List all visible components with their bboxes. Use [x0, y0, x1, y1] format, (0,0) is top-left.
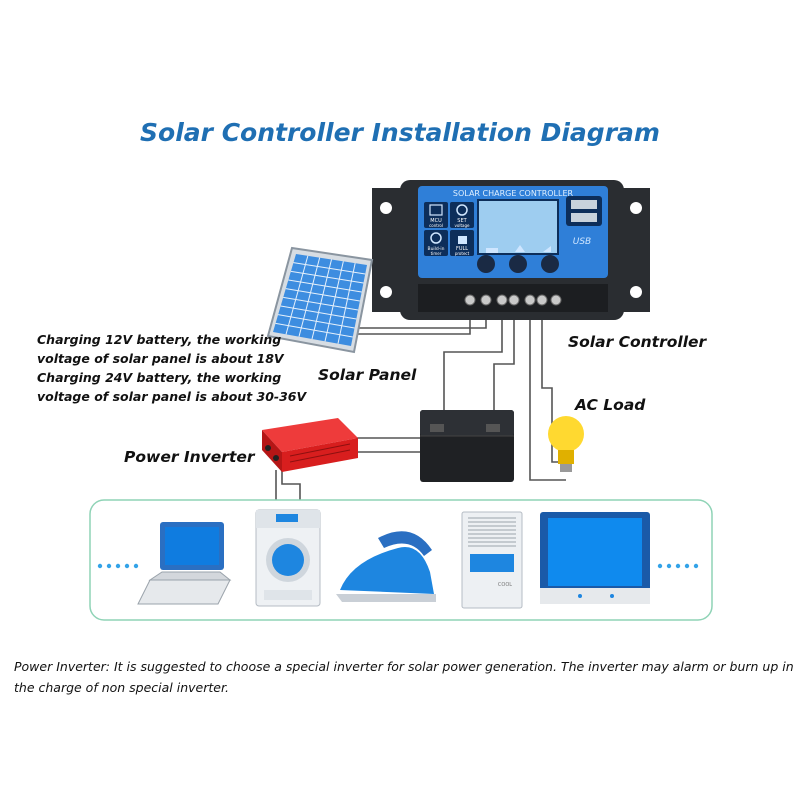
connector-dot [657, 563, 663, 569]
battery-terminal-icon [486, 424, 500, 432]
wiring [275, 300, 566, 504]
tv-screen [548, 518, 642, 586]
battery-terminal-icon [430, 424, 444, 432]
controller-panel-text: SOLAR CHARGE CONTROLLER [453, 189, 574, 198]
charging-note-line: Charging 24V battery, the working [37, 370, 282, 385]
timer-icon [430, 232, 442, 244]
charging-note-line: voltage of solar panel is about 30-36V [37, 389, 307, 404]
laptop [137, 522, 232, 605]
panel-grid-line [280, 305, 357, 320]
solar-controller-label: Solar Controller [568, 333, 707, 351]
usb-port-icon [571, 213, 597, 222]
connector-dot [693, 563, 699, 569]
mount-hole-icon [380, 286, 392, 298]
connector-dot [124, 563, 130, 569]
panel-grid-line [285, 288, 360, 302]
key-label: Build-in [427, 246, 444, 252]
key-label: control [429, 223, 443, 228]
panel-grid-line [311, 259, 332, 340]
dotted-connector-left [97, 563, 139, 569]
key-label: SET [457, 218, 467, 224]
terminal-screw-icon [536, 294, 548, 306]
signal-icon [543, 246, 551, 252]
terminal-screw-icon [550, 294, 562, 306]
panel-grid-line [337, 263, 356, 344]
wire-load-neg [541, 300, 566, 463]
power-inverter-label: Power Inverter [124, 448, 255, 466]
connector-dot [106, 563, 112, 569]
dotted-connector-right [657, 563, 699, 569]
mcu-icon [429, 204, 443, 216]
ac-display [470, 554, 514, 572]
connector-dot [666, 563, 672, 569]
panel-grid-line [278, 314, 355, 329]
terminal-screws [464, 294, 562, 306]
air-conditioner: COOL [461, 511, 523, 609]
battery-indicator-icon [486, 248, 498, 253]
battery [420, 410, 514, 482]
connector-dot [133, 563, 139, 569]
wire-load-pos [529, 300, 566, 481]
mount-hole-icon [380, 202, 392, 214]
television [540, 512, 650, 604]
wire-battery-pos [443, 300, 503, 418]
controller-button-left [477, 255, 495, 273]
key-label: MCU [430, 218, 442, 224]
terminal-screw-icon [496, 294, 508, 306]
connector-dot [97, 563, 103, 569]
washing-machine [255, 509, 321, 607]
solar-panel [266, 246, 374, 354]
lock-icon [458, 236, 467, 244]
steam-iron [336, 531, 436, 602]
light-bulb [548, 416, 584, 472]
ac-load-label: AC Load [575, 396, 646, 414]
gear-icon [456, 204, 468, 216]
panel-grid-line [324, 261, 344, 342]
controller-lcd [477, 199, 559, 255]
key-label: FULL [456, 246, 468, 252]
panel-grid-line [275, 322, 353, 338]
usb-port-icon [571, 200, 597, 209]
terminal-screw-icon [508, 294, 520, 306]
controller-button-middle [509, 255, 527, 273]
controller-button-right [541, 255, 559, 273]
panel-grid-line [283, 296, 359, 311]
mount-hole-icon [630, 202, 642, 214]
bulb-icon [548, 416, 584, 452]
terminal-screw-icon [480, 294, 492, 306]
charging-note-line: voltage of solar panel is about 18V [37, 351, 284, 366]
key-label: timer [431, 251, 442, 256]
connector-dot [115, 563, 121, 569]
washer-door-icon [272, 544, 304, 576]
panel-grid-line [293, 262, 366, 275]
warning-icon [515, 245, 525, 252]
inverter-socket-icon [273, 455, 279, 461]
key-label: voltage [455, 223, 470, 228]
mount-hole-icon [630, 286, 642, 298]
panel-grid-line [288, 279, 362, 293]
inverter-socket-icon [265, 445, 271, 451]
terminal-screw-icon [524, 294, 536, 306]
solar-panel-label: Solar Panel [318, 366, 417, 384]
laptop-screen [165, 527, 219, 565]
controller-key-grid: MCU control SET voltage Build-in timer F… [424, 202, 474, 256]
footer-note: Power Inverter: It is suggested to choos… [14, 659, 794, 695]
diagram-title: Solar Controller Installation Diagram [140, 118, 660, 147]
panel-grid-line [290, 270, 364, 284]
wire-inverter-out-a [281, 470, 301, 504]
key-label: protect [455, 251, 470, 256]
ac-mode-text: COOL [498, 582, 512, 588]
usb-label: USB [573, 237, 591, 247]
panel-grid-line [285, 255, 309, 335]
connector-dot [684, 563, 690, 569]
wire-battery-neg [493, 300, 515, 418]
panel-grid-line [298, 257, 321, 337]
solar-controller: SOLAR CHARGE CONTROLLER MCU control SET … [372, 180, 650, 320]
power-inverter [262, 418, 358, 472]
terminal-screw-icon [464, 294, 476, 306]
charging-note-line: Charging 12V battery, the working [37, 332, 282, 347]
charging-notes: Charging 12V battery, the working voltag… [37, 330, 306, 406]
connector-dot [675, 563, 681, 569]
